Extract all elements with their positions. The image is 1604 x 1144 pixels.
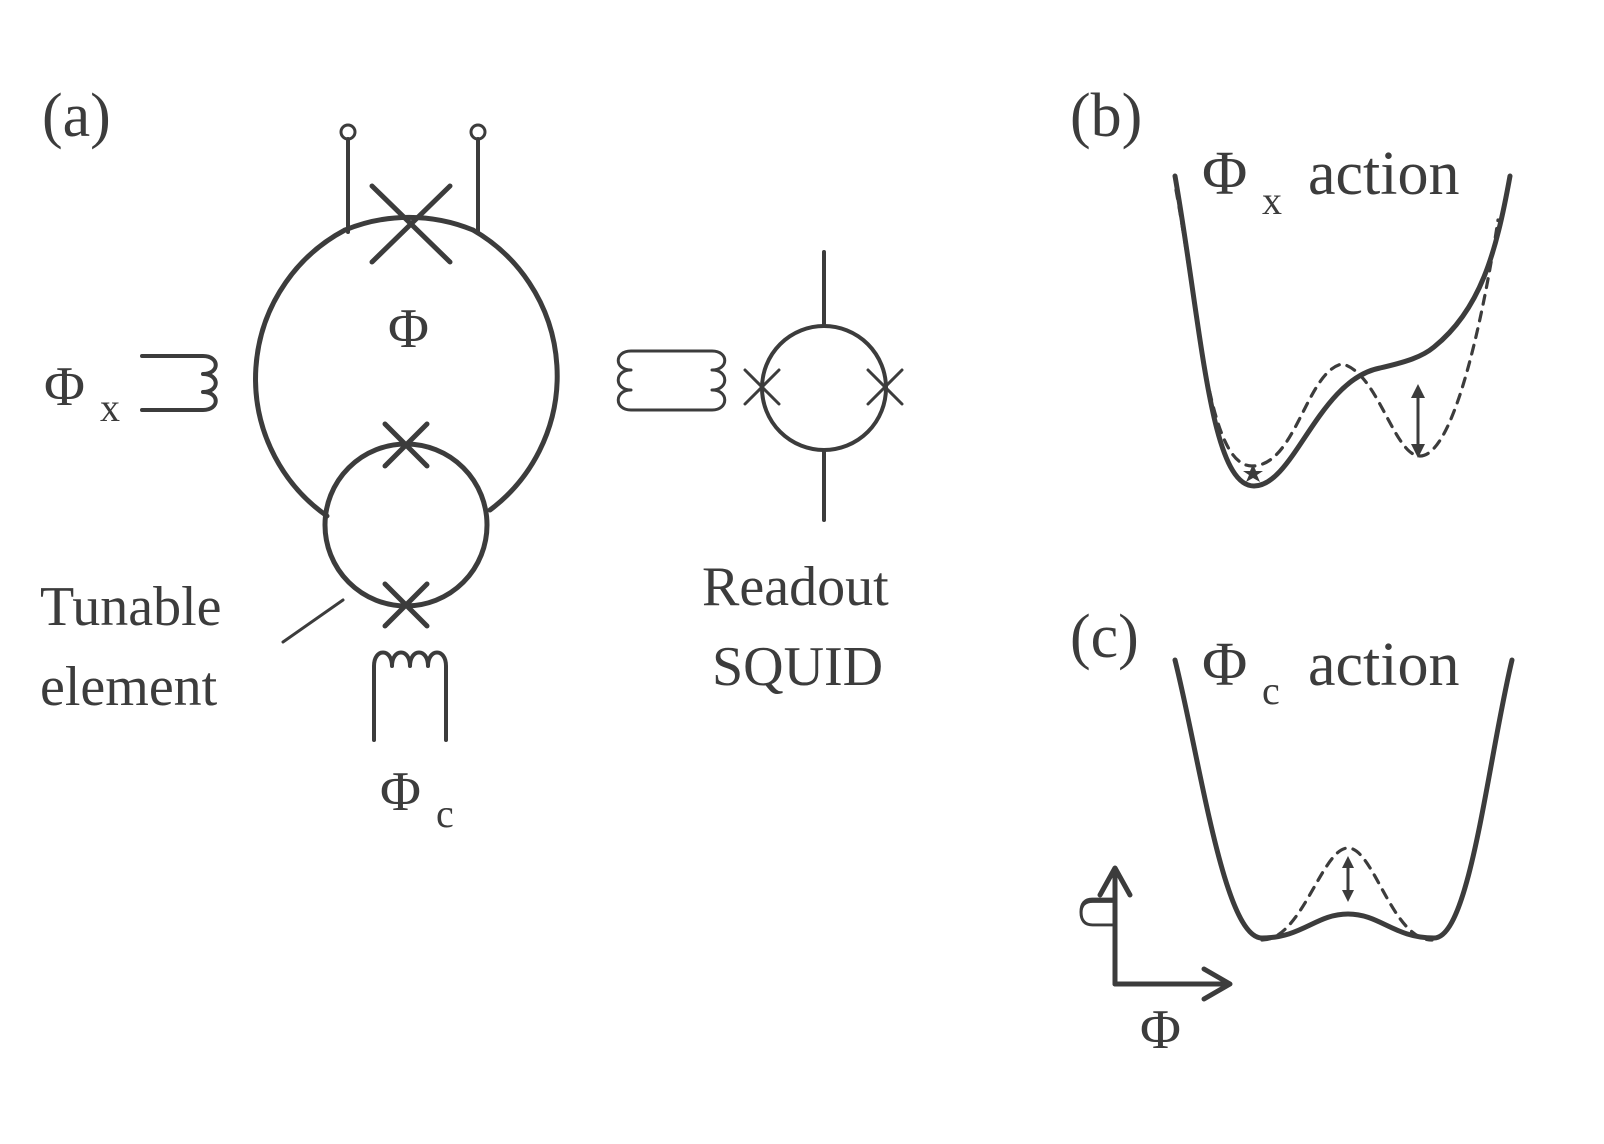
panel-b: (b) Φ x action xyxy=(1070,82,1513,489)
tilted-potential-solid xyxy=(1172,173,1513,489)
panel-a-label: (a) xyxy=(42,82,111,150)
tunable-element-pointer xyxy=(281,598,345,644)
svg-text:x: x xyxy=(100,385,120,430)
svg-text:action: action xyxy=(1308,631,1460,699)
readout-coupling-coil xyxy=(616,349,727,412)
svg-text:action: action xyxy=(1308,140,1460,208)
high-barrier-dashed xyxy=(1260,846,1434,942)
readout-left-junction xyxy=(743,368,781,406)
x-axis-label: Φ xyxy=(1140,999,1181,1061)
low-barrier-potential-solid xyxy=(1172,657,1515,941)
svg-text:Φ: Φ xyxy=(1202,140,1247,208)
panel-c: (c) Φ c action U Φ xyxy=(1067,603,1515,1061)
svg-text:c: c xyxy=(436,791,454,836)
tunable-lower-junction xyxy=(382,581,430,629)
barrier-arrow xyxy=(1342,856,1354,902)
panel-c-title: Φ c action xyxy=(1202,631,1460,713)
readout-label-line1: Readout xyxy=(702,556,889,618)
tilt-arrow xyxy=(1411,384,1425,458)
tunable-element-label-line2: element xyxy=(40,656,218,718)
top-josephson-junction xyxy=(369,183,453,265)
panel-b-label: (b) xyxy=(1070,82,1142,150)
svg-text:Φ: Φ xyxy=(380,761,421,823)
svg-text:Φ: Φ xyxy=(1202,631,1247,699)
bias-flux-label: Φ x xyxy=(44,356,120,430)
symmetric-potential-dashed xyxy=(1174,188,1500,468)
potential-axes xyxy=(1097,865,1233,1002)
top-leads xyxy=(339,123,487,234)
readout-label-line2: SQUID xyxy=(712,636,883,698)
control-flux-label: Φ c xyxy=(380,761,454,836)
svg-text:c: c xyxy=(1262,668,1280,713)
bias-coil xyxy=(140,354,218,412)
tunable-squid-loop xyxy=(322,441,490,609)
svg-text:x: x xyxy=(1262,178,1282,223)
svg-text:Φ: Φ xyxy=(44,356,85,418)
panel-c-label: (c) xyxy=(1070,603,1139,671)
panel-a: (a) Φ Φ x xyxy=(40,82,904,836)
panel-b-title: Φ x action xyxy=(1202,140,1460,223)
readout-right-junction xyxy=(866,368,904,406)
tunable-upper-junction xyxy=(382,421,430,469)
loop-flux-label: Φ xyxy=(388,298,429,360)
tunable-element-label-line1: Tunable xyxy=(40,576,222,638)
control-coil xyxy=(372,650,448,742)
main-loop xyxy=(253,214,560,519)
readout-squid xyxy=(760,250,888,522)
state-marker-icon xyxy=(1243,464,1263,482)
y-axis-label: U xyxy=(1067,892,1129,932)
